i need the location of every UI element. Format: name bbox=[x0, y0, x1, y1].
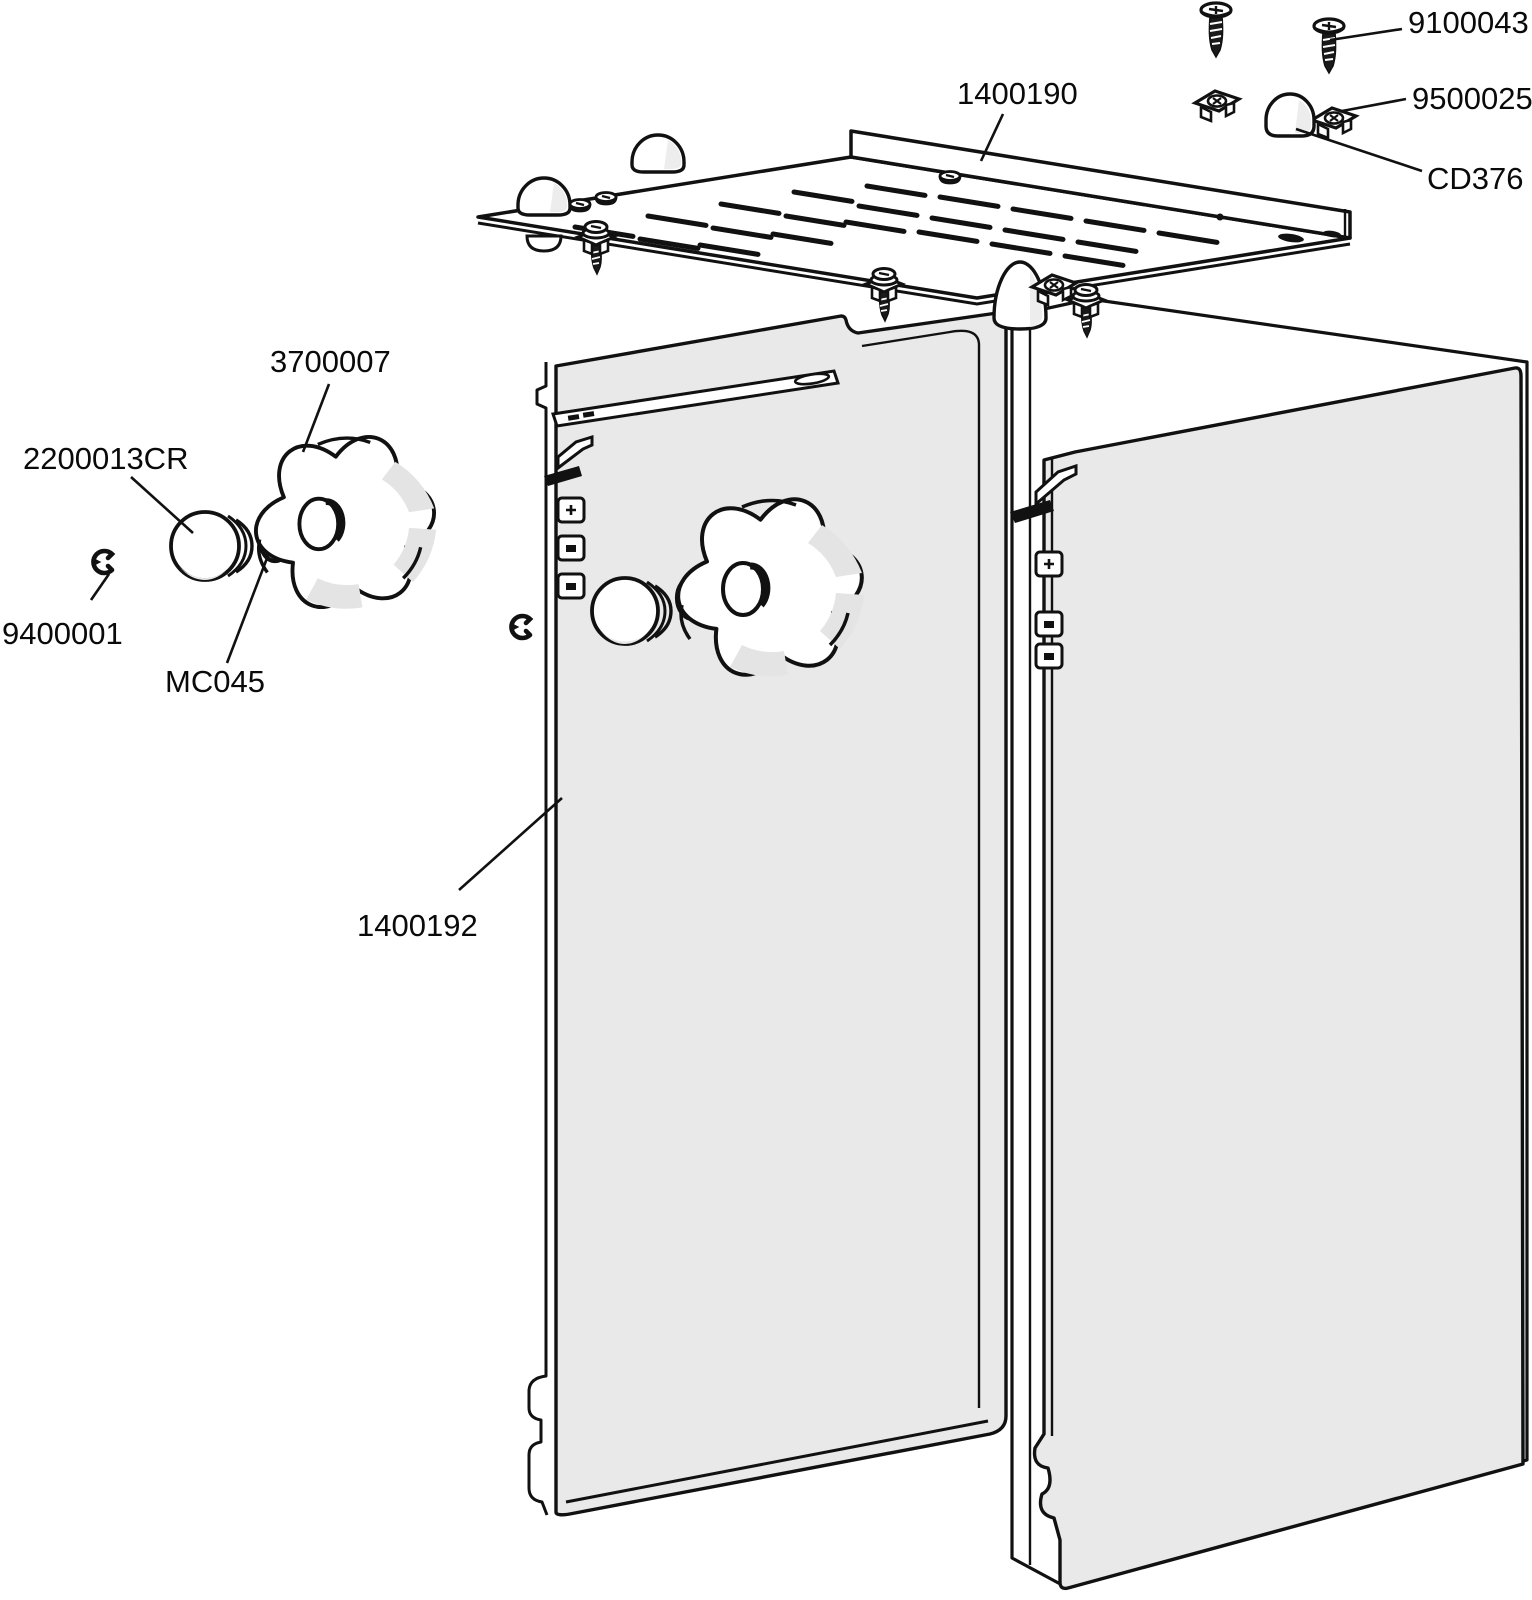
button-cap bbox=[169, 510, 254, 582]
top-plate-edge-thickness bbox=[477, 221, 1351, 306]
dome-shading bbox=[1030, 270, 1042, 327]
left-panel-notched-edge bbox=[527, 362, 549, 1516]
clip-nut bbox=[1193, 89, 1241, 123]
screw-head bbox=[568, 198, 592, 213]
left-panel-face bbox=[554, 310, 1008, 1517]
leader-1400192 bbox=[458, 797, 563, 891]
top-plate-rear-flange bbox=[849, 129, 1352, 240]
star-knob bbox=[256, 437, 436, 609]
part-labels: 9100043 9500025 CD376 1400190 3700007 22… bbox=[2, 5, 1532, 943]
leader-1400190 bbox=[979, 113, 1005, 162]
screw bbox=[1312, 17, 1346, 75]
dome-cap-cd376 bbox=[1264, 92, 1316, 138]
right-side-panel bbox=[1010, 366, 1525, 1591]
leader-lines bbox=[89, 27, 1423, 891]
label-e-clip: 9400001 bbox=[2, 616, 123, 651]
left-panel-top-slot bbox=[551, 369, 840, 428]
left-side-panel bbox=[527, 310, 1008, 1517]
hinge-bracket bbox=[1034, 463, 1078, 508]
clip-nut bbox=[1310, 106, 1358, 140]
hinge-bracket-foot bbox=[1010, 500, 1054, 523]
screw bbox=[1199, 1, 1233, 59]
hinge-tabs-left bbox=[556, 496, 586, 600]
leader-2200013cr bbox=[130, 476, 194, 534]
screw-head bbox=[594, 191, 618, 206]
label-star-knob: 3700007 bbox=[270, 344, 391, 379]
label-top-plate: 1400190 bbox=[957, 76, 1078, 111]
plate-hole bbox=[1216, 213, 1224, 221]
label-o-ring: MC045 bbox=[165, 664, 265, 699]
screw-head bbox=[938, 170, 962, 185]
top-plate-face bbox=[476, 155, 1352, 300]
slot-hole bbox=[582, 411, 595, 418]
leader-9500025 bbox=[1341, 97, 1407, 113]
slot-hole bbox=[793, 372, 831, 386]
left-panel-bottom-fold bbox=[565, 1419, 989, 1504]
hinge-tabs-right bbox=[1034, 550, 1064, 670]
top-plate bbox=[476, 129, 1352, 306]
hinge-bracket bbox=[556, 434, 594, 472]
slot-hole bbox=[567, 414, 580, 421]
leader-9400001 bbox=[89, 573, 111, 601]
left-panel-edge-strip bbox=[529, 362, 556, 1515]
dome-cap-under bbox=[525, 234, 563, 253]
e-clip bbox=[511, 616, 530, 638]
leader-3700007 bbox=[301, 383, 331, 453]
left-panel-crease bbox=[861, 329, 981, 1408]
dome-cap bbox=[630, 133, 686, 174]
leader-mc045 bbox=[225, 552, 271, 664]
dome-cap bbox=[516, 176, 572, 217]
button-cap bbox=[590, 576, 673, 646]
label-clip-nut: 9500025 bbox=[1412, 81, 1532, 116]
leader-cd376 bbox=[1295, 127, 1423, 173]
leader-9100043 bbox=[1329, 27, 1403, 42]
loose-fasteners bbox=[1193, 1, 1358, 140]
plate-hole bbox=[1278, 233, 1304, 243]
label-screw: 9100043 bbox=[1408, 5, 1529, 40]
knob-assembly-on-panel bbox=[511, 499, 864, 676]
label-button-cap: 2200013CR bbox=[23, 441, 188, 476]
plate-hole bbox=[1323, 230, 1341, 238]
plate-hardware bbox=[516, 133, 1106, 339]
label-side-panel: 1400192 bbox=[357, 908, 478, 943]
hinge-bracket-foot bbox=[544, 466, 582, 486]
right-panel-face bbox=[1032, 366, 1525, 1591]
e-clip bbox=[93, 551, 112, 573]
label-dome-cap: CD376 bbox=[1427, 161, 1524, 196]
